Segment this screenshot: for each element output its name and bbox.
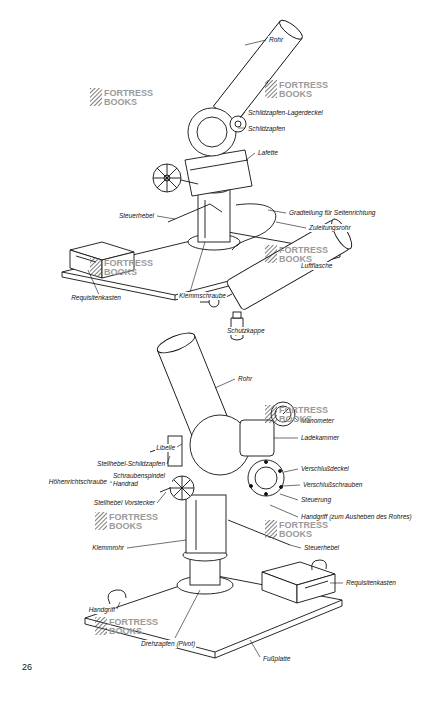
watermark: FORTRESS BOOKS — [109, 513, 159, 531]
part-label: Verschlußschrauben — [302, 481, 363, 489]
part-label: Klemmrohr — [91, 544, 125, 552]
part-label: Steuerhebel — [118, 212, 155, 220]
breech-housing — [188, 108, 246, 156]
part-label: Schildzapfen-Lagerdeckel — [247, 109, 324, 117]
part-label: Steuerhebel — [303, 544, 340, 552]
pivot-column — [177, 495, 233, 594]
part-label: Klemmschraube — [178, 292, 227, 300]
handwheel — [153, 164, 198, 192]
elevating-gear — [150, 436, 194, 500]
watermark: FORTRESS BOOKS — [279, 81, 329, 99]
protective-cap — [231, 312, 243, 340]
feed-pipe — [232, 204, 276, 250]
part-label: Stellhebel-Schildzapfen — [96, 460, 166, 468]
part-label: Fußplatte — [262, 655, 291, 663]
part-label: Rohr — [268, 36, 284, 44]
barrel — [213, 17, 305, 123]
part-label: Rohr — [237, 375, 253, 383]
carriage — [185, 150, 252, 196]
control-lever — [168, 204, 222, 222]
part-label: Drehzapfen (Pivot) — [140, 640, 196, 648]
part-label: Lafette — [257, 149, 279, 157]
watermark: FORTRESS BOOKS — [109, 618, 159, 636]
part-label: Schraubenspindel Handrad — [112, 472, 172, 487]
part-label: Schutzkappe — [226, 327, 266, 335]
leader-lines — [88, 40, 306, 336]
part-label: Ladekammer — [300, 434, 340, 442]
part-label: Verschlußdeckel — [300, 465, 350, 473]
part-label: Stellhebel Vorstecker — [93, 499, 156, 507]
accessory-box — [262, 562, 335, 603]
breech-cover — [248, 460, 284, 496]
page-number: 26 — [22, 662, 32, 672]
part-label: Gradteilung für Seitenrichtung — [288, 209, 376, 217]
part-label: Steuerung — [300, 496, 332, 504]
watermark: FORTRESS BOOKS — [279, 521, 329, 539]
watermark: FORTRESS BOOKS — [104, 259, 154, 277]
part-label: Handgriff — [88, 606, 116, 614]
part-label: Requisitenkasten — [345, 579, 397, 587]
base-plate — [85, 575, 342, 658]
part-label: Libelle — [155, 444, 176, 452]
watermark: FORTRESS BOOKS — [104, 89, 154, 107]
watermark: FORTRESS BOOKS — [279, 246, 329, 264]
part-label: Zuleitungsrohr — [308, 224, 352, 232]
part-label: Höhenrichtschraube — [48, 478, 108, 486]
watermark: FORTRESS BOOKS — [279, 406, 329, 424]
part-label: Schildzapfen — [247, 125, 286, 133]
watermark-icon — [90, 80, 277, 635]
part-label: Handgriff (zum Ausheben des Rohres) — [300, 513, 413, 521]
part-label: Requisitenkasten — [70, 294, 122, 302]
